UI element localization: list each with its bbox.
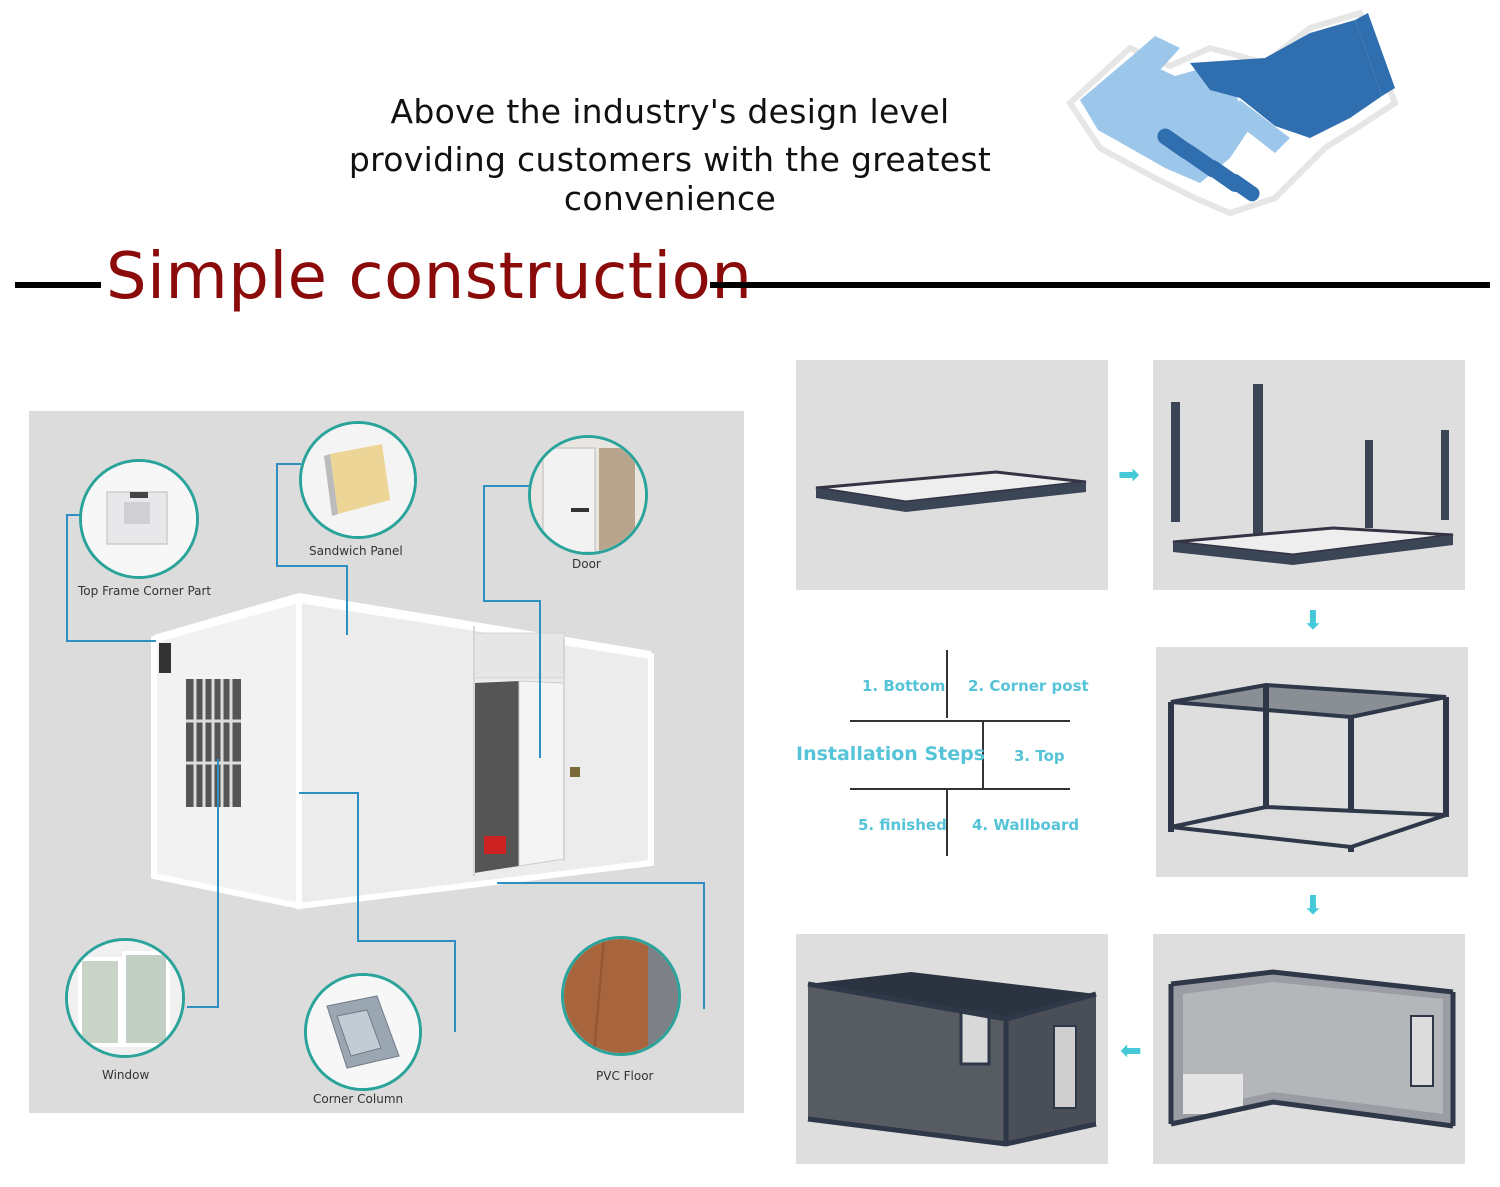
window-image (65, 938, 185, 1058)
divider-top-v (946, 650, 948, 718)
connector-column-v2 (454, 940, 456, 1032)
divider-upper-h (850, 720, 1070, 722)
handshake-icon (1060, 8, 1405, 223)
container-house-illustration (151, 593, 654, 910)
label-window: Window (102, 1068, 150, 1082)
components-diagram: Top Frame Corner Part Sandwich Panel Doo… (29, 411, 744, 1113)
connector-window-v (217, 759, 219, 1006)
divider-mid-v (982, 720, 984, 790)
title-rule-right (710, 282, 1490, 288)
arrow-down-icon: ⬇ (1302, 606, 1324, 636)
step-5-label: 5. finished (858, 816, 947, 834)
step-3-label: 3. Top (1014, 747, 1065, 765)
connector-column-h1 (299, 792, 357, 794)
label-top-frame-corner-part: Top Frame Corner Part (78, 584, 212, 598)
connector-door-h2 (483, 600, 539, 602)
step-finished-image (796, 934, 1108, 1164)
step-bottom-image (796, 360, 1108, 590)
tagline-line-2: providing customers with the greatest co… (348, 140, 992, 218)
step-1-label: 1. Bottom (862, 677, 946, 695)
connector-panel-v1 (276, 463, 278, 565)
corner-column-image (304, 973, 422, 1091)
step-4-label: 4. Wallboard (972, 816, 1080, 834)
connector-panel-v2 (346, 565, 348, 635)
connector-panel-h2 (276, 565, 346, 567)
connector-door-v2 (539, 600, 541, 758)
label-sandwich-panel: Sandwich Panel (309, 544, 403, 558)
divider-bottom-v (946, 790, 948, 856)
step-wallboard-image (1153, 934, 1465, 1164)
arrow-right-icon: ➡ (1118, 460, 1140, 490)
installation-steps-diagram: 1. Bottom 2. Corner post Installation St… (790, 650, 1090, 860)
connector-door-h1 (483, 485, 531, 487)
connector-door-v1 (483, 485, 485, 600)
step-top-image (1156, 647, 1468, 877)
step-corner-post-image (1153, 360, 1465, 590)
step-2-label: 2. Corner post (968, 677, 1089, 695)
connector-floor-v (703, 882, 705, 1009)
sandwich-panel-image (299, 421, 417, 539)
connector-corner-h1 (66, 514, 84, 516)
label-corner-column: Corner Column (313, 1092, 404, 1106)
connector-column-v1 (357, 792, 359, 940)
arrow-left-icon: ⬅ (1120, 1036, 1142, 1066)
label-pvc-floor: PVC Floor (596, 1069, 654, 1083)
top-frame-corner-part-image (79, 459, 199, 579)
connector-panel-h1 (276, 463, 301, 465)
connector-column-h2 (357, 940, 454, 942)
arrow-down-icon-2: ⬇ (1302, 891, 1324, 921)
installation-steps-heading: Installation Steps (796, 743, 986, 765)
tagline-line-1: Above the industry's design level (390, 92, 950, 131)
connector-window-h (187, 1006, 219, 1008)
divider-lower-h (850, 788, 1070, 790)
section-title: Simple construction (106, 240, 753, 314)
connector-corner-v (66, 514, 68, 640)
title-rule-left (15, 282, 101, 288)
label-door: Door (572, 557, 601, 571)
connector-corner-h2 (66, 640, 156, 642)
connector-floor-h (497, 882, 703, 884)
door-image (528, 435, 648, 555)
pvc-floor-image (561, 936, 681, 1056)
